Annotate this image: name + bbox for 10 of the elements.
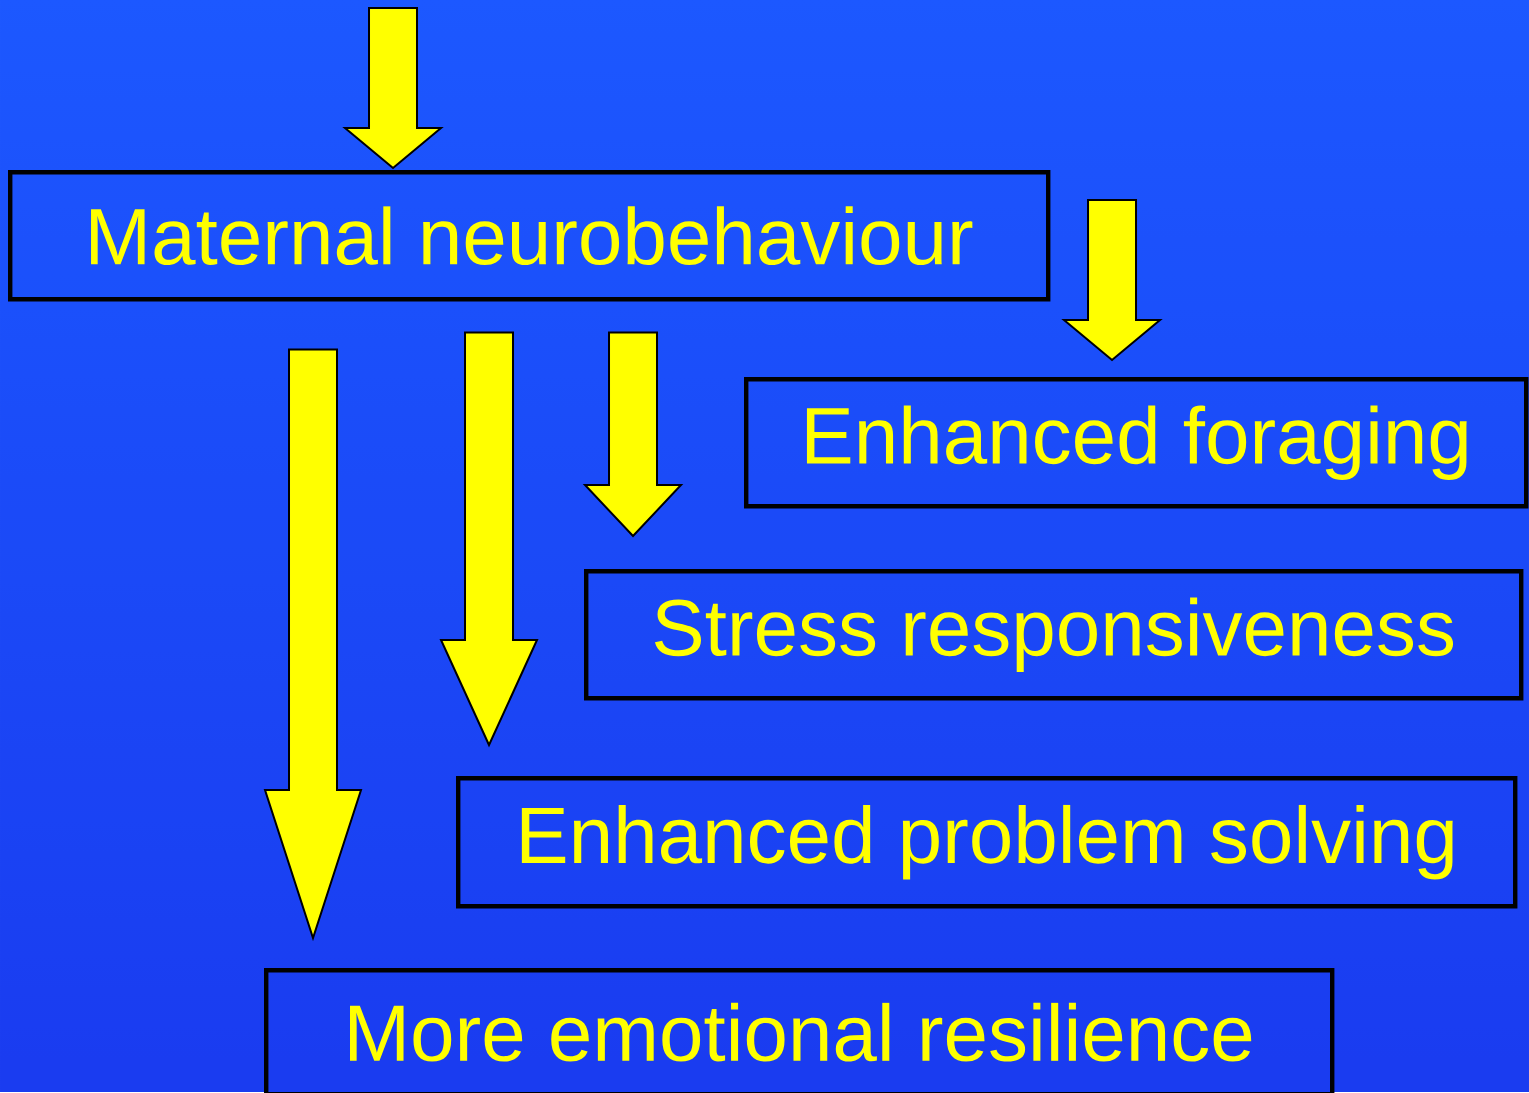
process-box: Enhanced problem solving bbox=[456, 776, 1518, 909]
arrow bbox=[1061, 199, 1163, 362]
process-box: Maternal neurobehaviour bbox=[8, 170, 1051, 302]
process-box: Enhanced foraging bbox=[744, 377, 1529, 509]
process-box: More emotional resilience bbox=[264, 968, 1335, 1093]
arrow bbox=[439, 331, 539, 748]
process-box: Stress responsiveness bbox=[584, 569, 1524, 701]
arrow bbox=[342, 7, 444, 170]
arrow bbox=[263, 348, 363, 942]
arrow bbox=[582, 331, 684, 538]
